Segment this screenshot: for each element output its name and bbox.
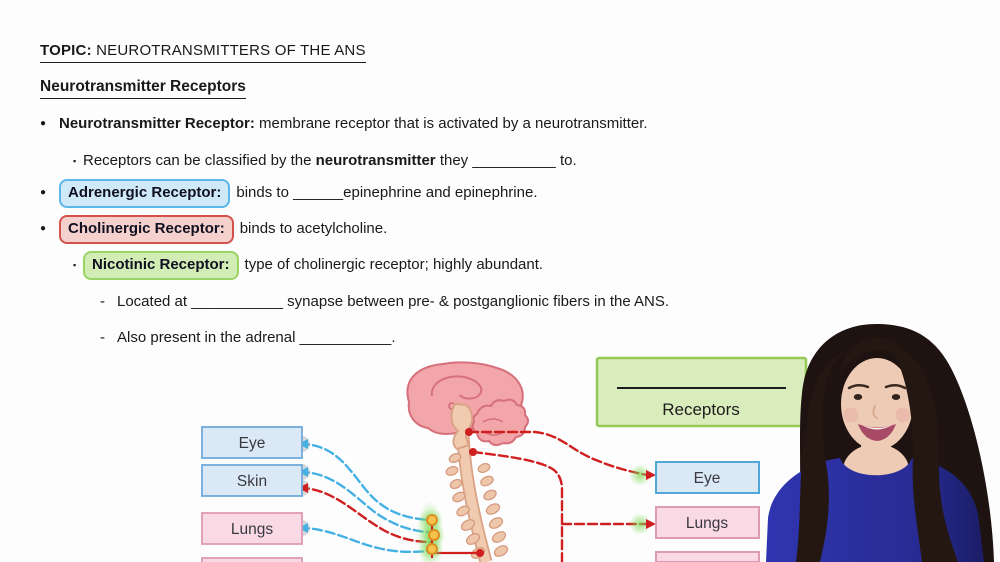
mouth: [858, 424, 896, 441]
arrowheads: [298, 428, 656, 557]
eyebrows: [847, 384, 907, 390]
brainstem: [450, 403, 473, 451]
bullet-cholinergic: ● Cholinergic Receptor: binds to acetylc…: [40, 214, 387, 244]
organ-box-partial-right: [655, 551, 760, 562]
section-heading: Neurotransmitter Receptors: [40, 77, 246, 99]
bullet-adrenergic: ● Adrenergic Receptor: binds to ______ep…: [40, 178, 537, 208]
eye-left: [853, 394, 863, 400]
fill-in-blank: __________: [472, 152, 556, 169]
topic-label: TOPIC:: [40, 42, 92, 59]
bullet-adrenal: - Also present in the adrenal __________…: [100, 329, 396, 346]
spinal-cord: [456, 435, 493, 562]
bullet-icon: ●: [40, 187, 47, 198]
receptors-box: Receptors: [595, 356, 808, 428]
ans-diagram: Eye Skin Lungs Receptors Eye Lungs: [201, 324, 994, 562]
bullet-neurotransmitter-receptor: ● Neurotransmitter Receptor: membrane re…: [40, 115, 648, 132]
hair-lock-right: [895, 350, 958, 562]
organ-box-lungs-left: Lungs: [201, 512, 303, 545]
organ-label: Eye: [694, 470, 721, 487]
organ-label: Skin: [237, 473, 267, 490]
blush-right: [895, 407, 911, 423]
face: [841, 358, 913, 450]
organ-box-lungs-right: Lungs: [655, 506, 760, 539]
adrenergic-term-box: Adrenergic Receptor:: [59, 178, 231, 208]
bullet-icon: ●: [40, 223, 47, 234]
bullet-nicotinic: ▪ Nicotinic Receptor: type of cholinergi…: [73, 250, 543, 280]
bullet-icon: ●: [40, 118, 47, 129]
dash-bullet-icon: -: [100, 293, 105, 310]
ganglion-chain: [426, 514, 440, 558]
square-bullet-icon: ▪: [73, 260, 77, 270]
dash-bullet-icon: -: [100, 329, 105, 346]
organ-box-eye-left: Eye: [201, 426, 303, 459]
organ-box-eye-right: Eye: [655, 461, 760, 494]
nose: [872, 405, 878, 419]
teeth: [862, 425, 892, 430]
topic-line: TOPIC: NEUROTRANSMITTERS OF THE ANS: [40, 41, 366, 63]
blush-left: [843, 407, 859, 423]
eye-right: [891, 394, 901, 400]
organ-label: Eye: [239, 435, 266, 452]
topic-title: NEUROTRANSMITTERS OF THE ANS: [96, 42, 366, 59]
bullet-located-at: - Located at ___________ synapse between…: [100, 293, 670, 310]
fill-in-blank: ___________: [299, 329, 392, 346]
fill-in-blank: ___________: [191, 293, 283, 310]
fill-in-blank: ______: [293, 184, 344, 201]
organ-label: Lungs: [231, 521, 273, 538]
hair-fringe: [840, 338, 914, 376]
cholinergic-term-box: Cholinergic Receptor:: [59, 214, 234, 244]
receptors-label: Receptors: [662, 400, 739, 419]
hair-lock-left: [796, 352, 846, 562]
nicotinic-term-box: Nicotinic Receptor:: [83, 250, 239, 280]
organ-box-skin-left: Skin: [201, 464, 303, 497]
brain: [406, 361, 529, 451]
organ-box-partial-left: [201, 557, 303, 562]
vertebrae: [445, 452, 509, 559]
bullet-classification: ▪ Receptors can be classified by the neu…: [73, 152, 577, 169]
presenter: [766, 324, 994, 562]
organ-label: Lungs: [686, 515, 728, 532]
square-bullet-icon: ▪: [73, 156, 77, 166]
